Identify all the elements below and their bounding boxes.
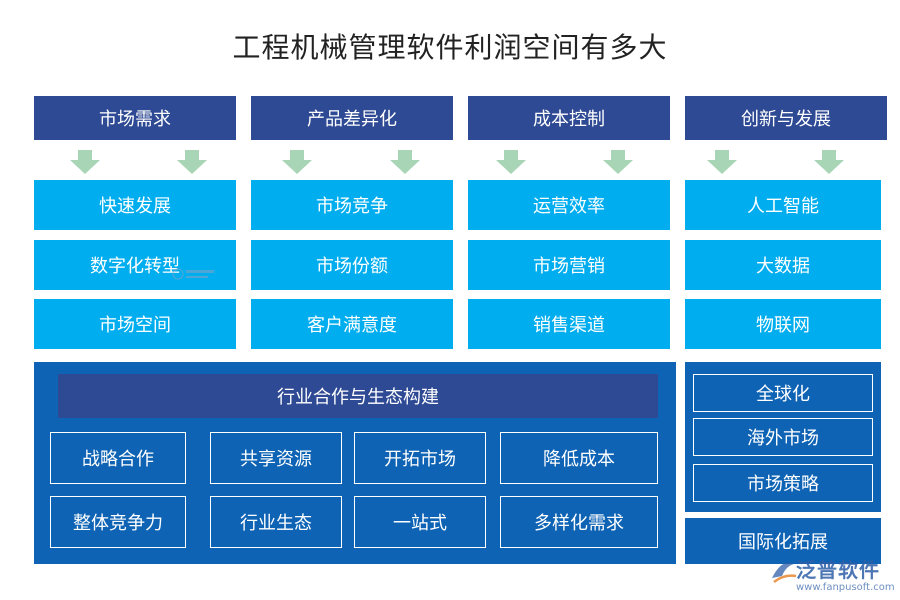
box-diverse-needs: 多样化需求: [500, 496, 658, 548]
box-strategic-cooperation: 战略合作: [50, 432, 186, 484]
down-arrow-icon: [70, 150, 100, 174]
down-arrow-icon: [707, 150, 737, 174]
item-big-data: 大数据: [685, 240, 881, 290]
item-market-share: 市场份额: [251, 240, 453, 290]
header-product-differentiation: 产品差异化: [251, 96, 453, 140]
item-rapid-development: 快速发展: [34, 180, 236, 230]
international-expansion: 国际化拓展: [685, 518, 881, 564]
item-marketing: 市场营销: [468, 240, 670, 290]
down-arrow-icon: [282, 150, 312, 174]
item-customer-satisfaction: 客户满意度: [251, 299, 453, 349]
item-market-competition: 市场竞争: [251, 180, 453, 230]
box-one-stop: 一站式: [354, 496, 486, 548]
item-ai: 人工智能: [685, 180, 881, 230]
watermark-url: www.fanpusoft.com: [796, 582, 895, 593]
watermark-logo: [768, 554, 898, 598]
box-shared-resources: 共享资源: [210, 432, 342, 484]
watermark-brand: 泛普软件: [796, 558, 880, 582]
item-market-space: 市场空间: [34, 299, 236, 349]
down-arrow-icon: [496, 150, 526, 174]
box-reduce-cost: 降低成本: [500, 432, 658, 484]
header-market-demand: 市场需求: [34, 96, 236, 140]
box-overall-competitiveness: 整体竞争力: [50, 496, 186, 548]
item-operational-efficiency: 运营效率: [468, 180, 670, 230]
down-arrow-icon: [603, 150, 633, 174]
cooperation-heading: 行业合作与生态构建: [58, 374, 658, 418]
header-cost-control: 成本控制: [468, 96, 670, 140]
box-expand-market: 开拓市场: [354, 432, 486, 484]
down-arrow-icon: [814, 150, 844, 174]
box-market-strategy: 市场策略: [693, 464, 873, 502]
global-panel: [685, 362, 881, 512]
watermark-logo-small: [172, 266, 218, 286]
box-globalization: 全球化: [693, 374, 873, 412]
header-innovation: 创新与发展: [685, 96, 887, 140]
diagram-title: 工程机械管理软件利润空间有多大: [232, 31, 668, 64]
item-iot: 物联网: [685, 299, 881, 349]
down-arrow-icon: [390, 150, 420, 174]
item-digital-transformation: 数字化转型: [34, 240, 236, 290]
box-overseas-market: 海外市场: [693, 418, 873, 456]
box-industry-ecosystem: 行业生态: [210, 496, 342, 548]
down-arrow-icon: [177, 150, 207, 174]
item-sales-channels: 销售渠道: [468, 299, 670, 349]
